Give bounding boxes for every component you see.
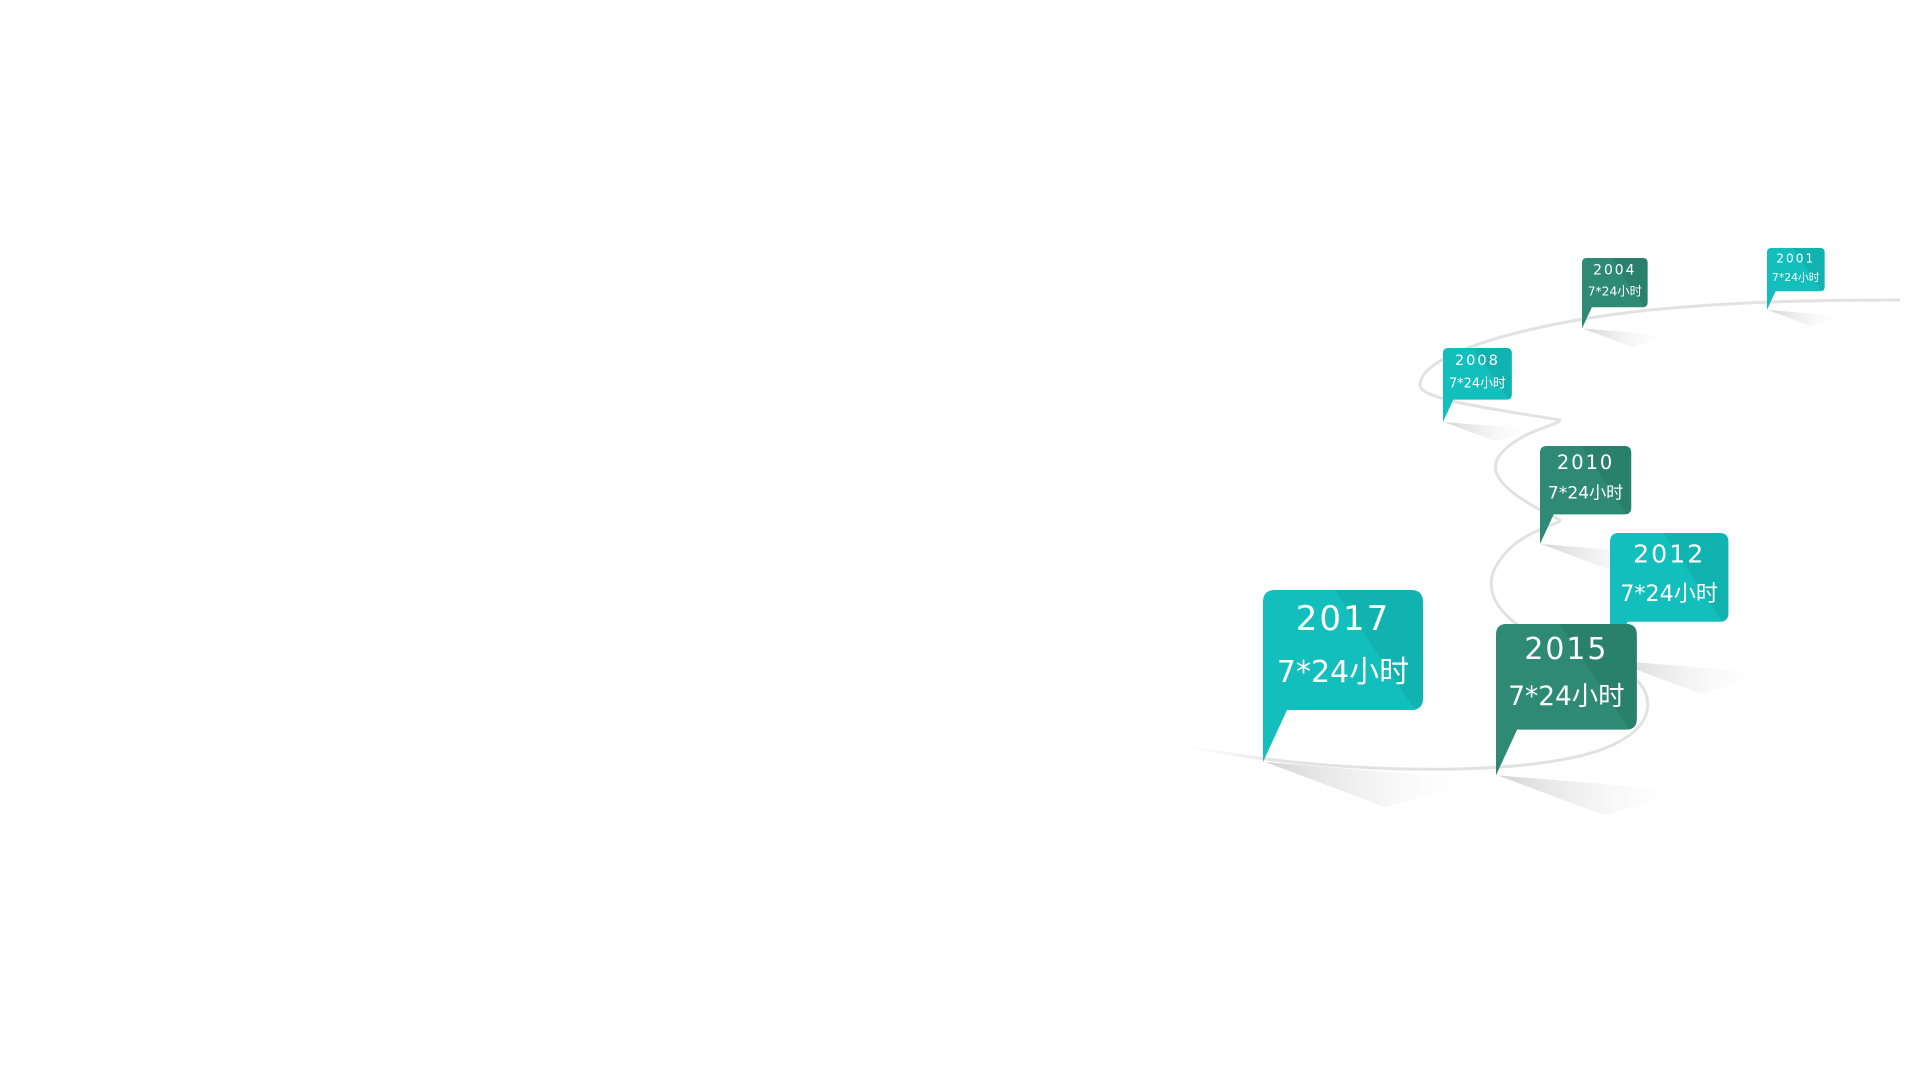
flag-facet	[1663, 533, 1729, 622]
flag-facet	[1335, 590, 1423, 710]
milestone-label: 7*24小时	[1772, 271, 1820, 284]
milestone-year: 2008	[1455, 352, 1500, 369]
flag-shadow	[1265, 762, 1485, 807]
milestone-label: 7*24小时	[1620, 581, 1718, 607]
flag-shadow	[1541, 544, 1667, 570]
flag-shadow	[1611, 660, 1775, 694]
milestone-flag-2004: 2004 7*24小时	[1582, 258, 1674, 347]
flag-shadow	[1767, 309, 1847, 327]
milestone-label: 7*24小时	[1588, 285, 1642, 299]
milestone-flag-2010: 2010 7*24小时	[1540, 446, 1667, 570]
milestone-flag-2008: 2008 7*24小时	[1443, 348, 1539, 442]
milestone-year: 2012	[1633, 540, 1705, 569]
flag-shadow	[1497, 775, 1692, 815]
milestone-label: 7*24小时	[1548, 483, 1623, 503]
flag-shadow	[1443, 421, 1539, 442]
milestone-year: 2001	[1776, 251, 1815, 265]
milestone-flag-2017: 2017 7*24小时	[1263, 590, 1485, 807]
flag-facet	[1581, 446, 1632, 515]
milestone-flag-2012: 2012 7*24小时	[1610, 533, 1775, 694]
flag-facet	[1611, 258, 1648, 308]
milestone-flags: 2001 7*24小时 2004 7*24小时 2008 7*24小时 2010 7*24小时…	[1263, 248, 1847, 815]
flag-facet	[1473, 348, 1512, 400]
milestone-year: 2015	[1524, 632, 1608, 667]
milestone-label: 7*24小时	[1508, 681, 1624, 712]
timeline-path	[1164, 298, 1901, 771]
milestone-label: 7*24小时	[1277, 655, 1409, 690]
milestone-flag-2015: 2015 7*24小时	[1496, 624, 1692, 815]
flag-shadow	[1582, 328, 1674, 347]
milestone-label: 7*24小时	[1449, 377, 1506, 392]
milestone-flag-2001: 2001 7*24小时	[1767, 248, 1847, 327]
flag-facet	[1559, 624, 1637, 730]
milestone-year: 2010	[1557, 451, 1614, 474]
flag-facet	[1792, 248, 1825, 292]
milestone-year: 2017	[1296, 599, 1391, 639]
milestone-year: 2004	[1593, 262, 1636, 278]
